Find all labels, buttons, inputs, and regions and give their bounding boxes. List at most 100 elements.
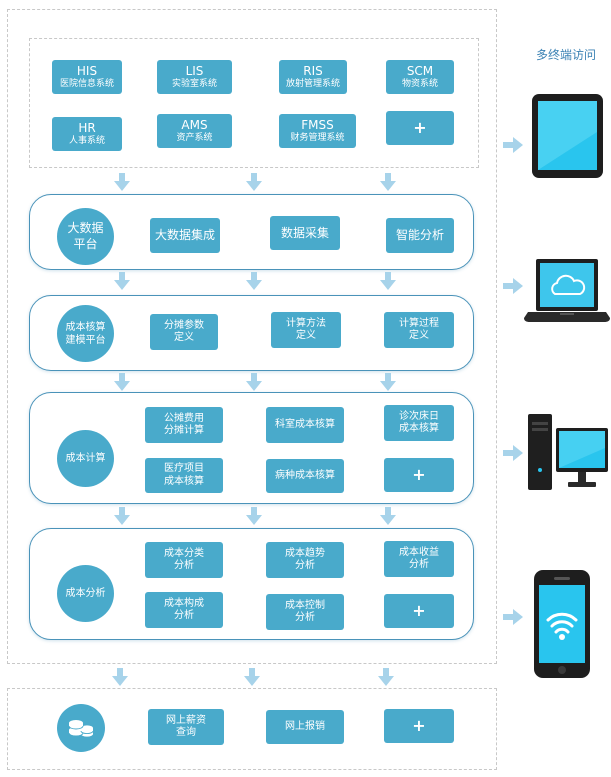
down-arrow-icon <box>380 507 396 525</box>
down-arrow-icon <box>114 507 130 525</box>
system-code: HR <box>78 120 96 135</box>
desktop-computer-icon <box>528 414 608 490</box>
add-analysis-button[interactable]: + <box>384 594 454 628</box>
ris-system-button[interactable]: RIS 放射管理系统 <box>279 60 347 94</box>
coins-glyph <box>68 720 94 737</box>
system-name: 实验室系统 <box>171 78 217 89</box>
button-label-line1: 网上薪资 <box>166 714 206 726</box>
modeling-platform-circle: 成本核算 建模平台 <box>57 305 114 362</box>
add-bottom-button[interactable]: + <box>384 709 454 743</box>
scm-system-button[interactable]: SCM 物资系统 <box>386 60 454 94</box>
his-system-button[interactable]: HIS 医院信息系统 <box>52 60 122 94</box>
laptop-cloud-icon <box>524 259 610 322</box>
cost-calc-circle: 成本计算 <box>57 430 114 487</box>
cost-benefit-analysis-button[interactable]: 成本收益 分析 <box>384 541 454 577</box>
down-arrow-icon <box>112 668 128 686</box>
system-code: LIS <box>185 63 204 78</box>
button-label-line1: 计算方法 <box>286 317 326 329</box>
button-label-line1: 分摊参数 <box>164 319 204 331</box>
calc-process-button[interactable]: 计算过程 定义 <box>384 312 454 348</box>
shared-expense-button[interactable]: 公摊费用 分摊计算 <box>145 407 223 443</box>
smart-analysis-button[interactable]: 智能分析 <box>386 218 454 253</box>
down-arrow-icon <box>378 668 394 686</box>
button-label-line2: 定义 <box>296 330 316 341</box>
add-calc-button[interactable]: + <box>384 458 454 492</box>
down-arrow-icon <box>244 668 260 686</box>
data-collection-button[interactable]: 数据采集 <box>270 216 340 250</box>
plus-label: + <box>413 118 427 137</box>
online-reimbursement-button[interactable]: 网上报销 <box>266 710 344 744</box>
cost-category-analysis-button[interactable]: 成本分类 分析 <box>145 542 223 578</box>
circle-label-line1: 大数据 <box>67 220 104 235</box>
systems-frame <box>29 38 479 168</box>
right-arrow-icon <box>503 445 523 461</box>
system-code: HIS <box>76 63 98 78</box>
cost-trend-analysis-button[interactable]: 成本趋势 分析 <box>266 542 344 578</box>
down-arrow-icon <box>114 373 130 391</box>
lis-system-button[interactable]: LIS 实验室系统 <box>157 60 232 94</box>
dept-cost-button[interactable]: 科室成本核算 <box>266 407 344 443</box>
system-name: 人事系统 <box>68 135 105 146</box>
circle-label-line1: 成本核算 <box>65 321 106 333</box>
button-label: 智能分析 <box>395 228 444 242</box>
add-system-button[interactable]: + <box>386 111 454 145</box>
button-label-line1: 成本分类 <box>164 547 204 559</box>
ams-system-button[interactable]: AMS 资产系统 <box>157 114 232 148</box>
button-label-line2: 分析 <box>174 560 194 571</box>
circle-label: 成本计算 <box>65 453 106 464</box>
circle-label-line2: 平台 <box>73 236 98 251</box>
online-salary-query-button[interactable]: 网上薪资 查询 <box>148 709 224 745</box>
visit-bed-cost-button[interactable]: 诊次床日 成本核算 <box>384 405 454 441</box>
bigdata-platform-circle: 大数据 平台 <box>57 208 114 265</box>
down-arrow-icon <box>246 173 262 191</box>
system-code: SCM <box>406 63 434 78</box>
button-label-line2: 成本核算 <box>399 423 439 434</box>
button-label-line1: 诊次床日 <box>399 410 439 422</box>
plus-label: + <box>412 465 426 484</box>
button-label-line2: 分析 <box>174 610 194 621</box>
system-name: 放射管理系统 <box>285 78 340 89</box>
button-label: 网上报销 <box>285 720 325 732</box>
down-arrow-icon <box>246 507 262 525</box>
system-code: RIS <box>303 63 323 78</box>
system-name: 财务管理系统 <box>290 132 345 143</box>
button-label-line1: 公摊费用 <box>164 412 204 424</box>
down-arrow-icon <box>114 272 130 290</box>
cost-control-analysis-button[interactable]: 成本控制 分析 <box>266 594 344 630</box>
button-label: 科室成本核算 <box>275 418 335 430</box>
button-label-line1: 成本收益 <box>399 546 439 558</box>
medical-item-cost-button[interactable]: 医疗项目 成本核算 <box>145 458 223 493</box>
button-label-line2: 定义 <box>174 332 194 343</box>
button-label-line1: 成本构成 <box>164 597 204 609</box>
button-label-line1: 计算过程 <box>399 317 439 329</box>
button-label-line2: 定义 <box>409 330 429 341</box>
smartphone-wifi-icon <box>534 570 590 678</box>
cost-structure-analysis-button[interactable]: 成本构成 分析 <box>145 592 223 628</box>
button-label-line2: 分析 <box>295 612 315 623</box>
button-label-line2: 分析 <box>295 560 315 571</box>
circle-label: 成本分析 <box>65 588 106 599</box>
down-arrow-icon <box>246 272 262 290</box>
down-arrow-icon <box>114 173 130 191</box>
allocation-param-button[interactable]: 分摊参数 定义 <box>150 314 218 350</box>
disease-cost-button[interactable]: 病种成本核算 <box>266 459 344 493</box>
button-label-line2: 成本核算 <box>164 475 204 487</box>
button-label: 大数据集成 <box>154 228 215 242</box>
hr-system-button[interactable]: HR 人事系统 <box>52 117 122 151</box>
page-title: 多终端访问 <box>536 48 597 62</box>
button-label-line1: 医疗项目 <box>164 463 204 474</box>
system-name: 资产系统 <box>176 132 213 143</box>
fmss-system-button[interactable]: FMSS 财务管理系统 <box>279 114 356 148</box>
cost-analysis-circle: 成本分析 <box>57 565 114 622</box>
main-frame <box>7 9 497 664</box>
system-name: 物资系统 <box>401 78 438 89</box>
bigdata-integration-button[interactable]: 大数据集成 <box>150 218 220 253</box>
down-arrow-icon <box>380 173 396 191</box>
calc-method-button[interactable]: 计算方法 定义 <box>271 312 341 348</box>
button-label-line1: 成本趋势 <box>285 547 325 559</box>
system-name: 医院信息系统 <box>59 78 114 89</box>
button-label-line2: 查询 <box>176 727 196 738</box>
down-arrow-icon <box>246 373 262 391</box>
plus-label: + <box>412 601 426 620</box>
plus-label: + <box>412 716 426 735</box>
